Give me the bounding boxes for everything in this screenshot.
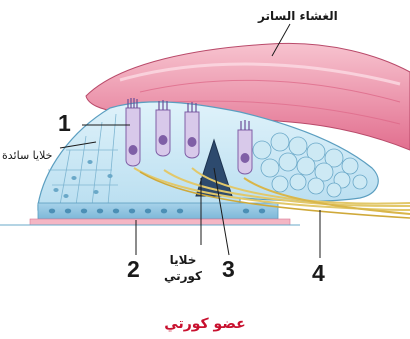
label-tectorial-membrane: الغشاء الساتر: [258, 10, 338, 22]
label-number-3: 3: [222, 258, 235, 281]
label-number-1: 1: [58, 112, 71, 135]
label-number-4: 4: [312, 262, 325, 285]
inner-hair-cell: [126, 98, 140, 166]
figure-caption: عضو كورتي: [0, 316, 410, 332]
label-corti-cells: خلايا كورتي: [155, 252, 211, 284]
label-number-2: 2: [127, 258, 140, 281]
label-supporting-cells: خلايا سائدة: [2, 150, 52, 161]
label-corti-cells-line1: خلايا: [155, 252, 211, 268]
label-corti-cells-line2: كورتي: [155, 268, 211, 284]
